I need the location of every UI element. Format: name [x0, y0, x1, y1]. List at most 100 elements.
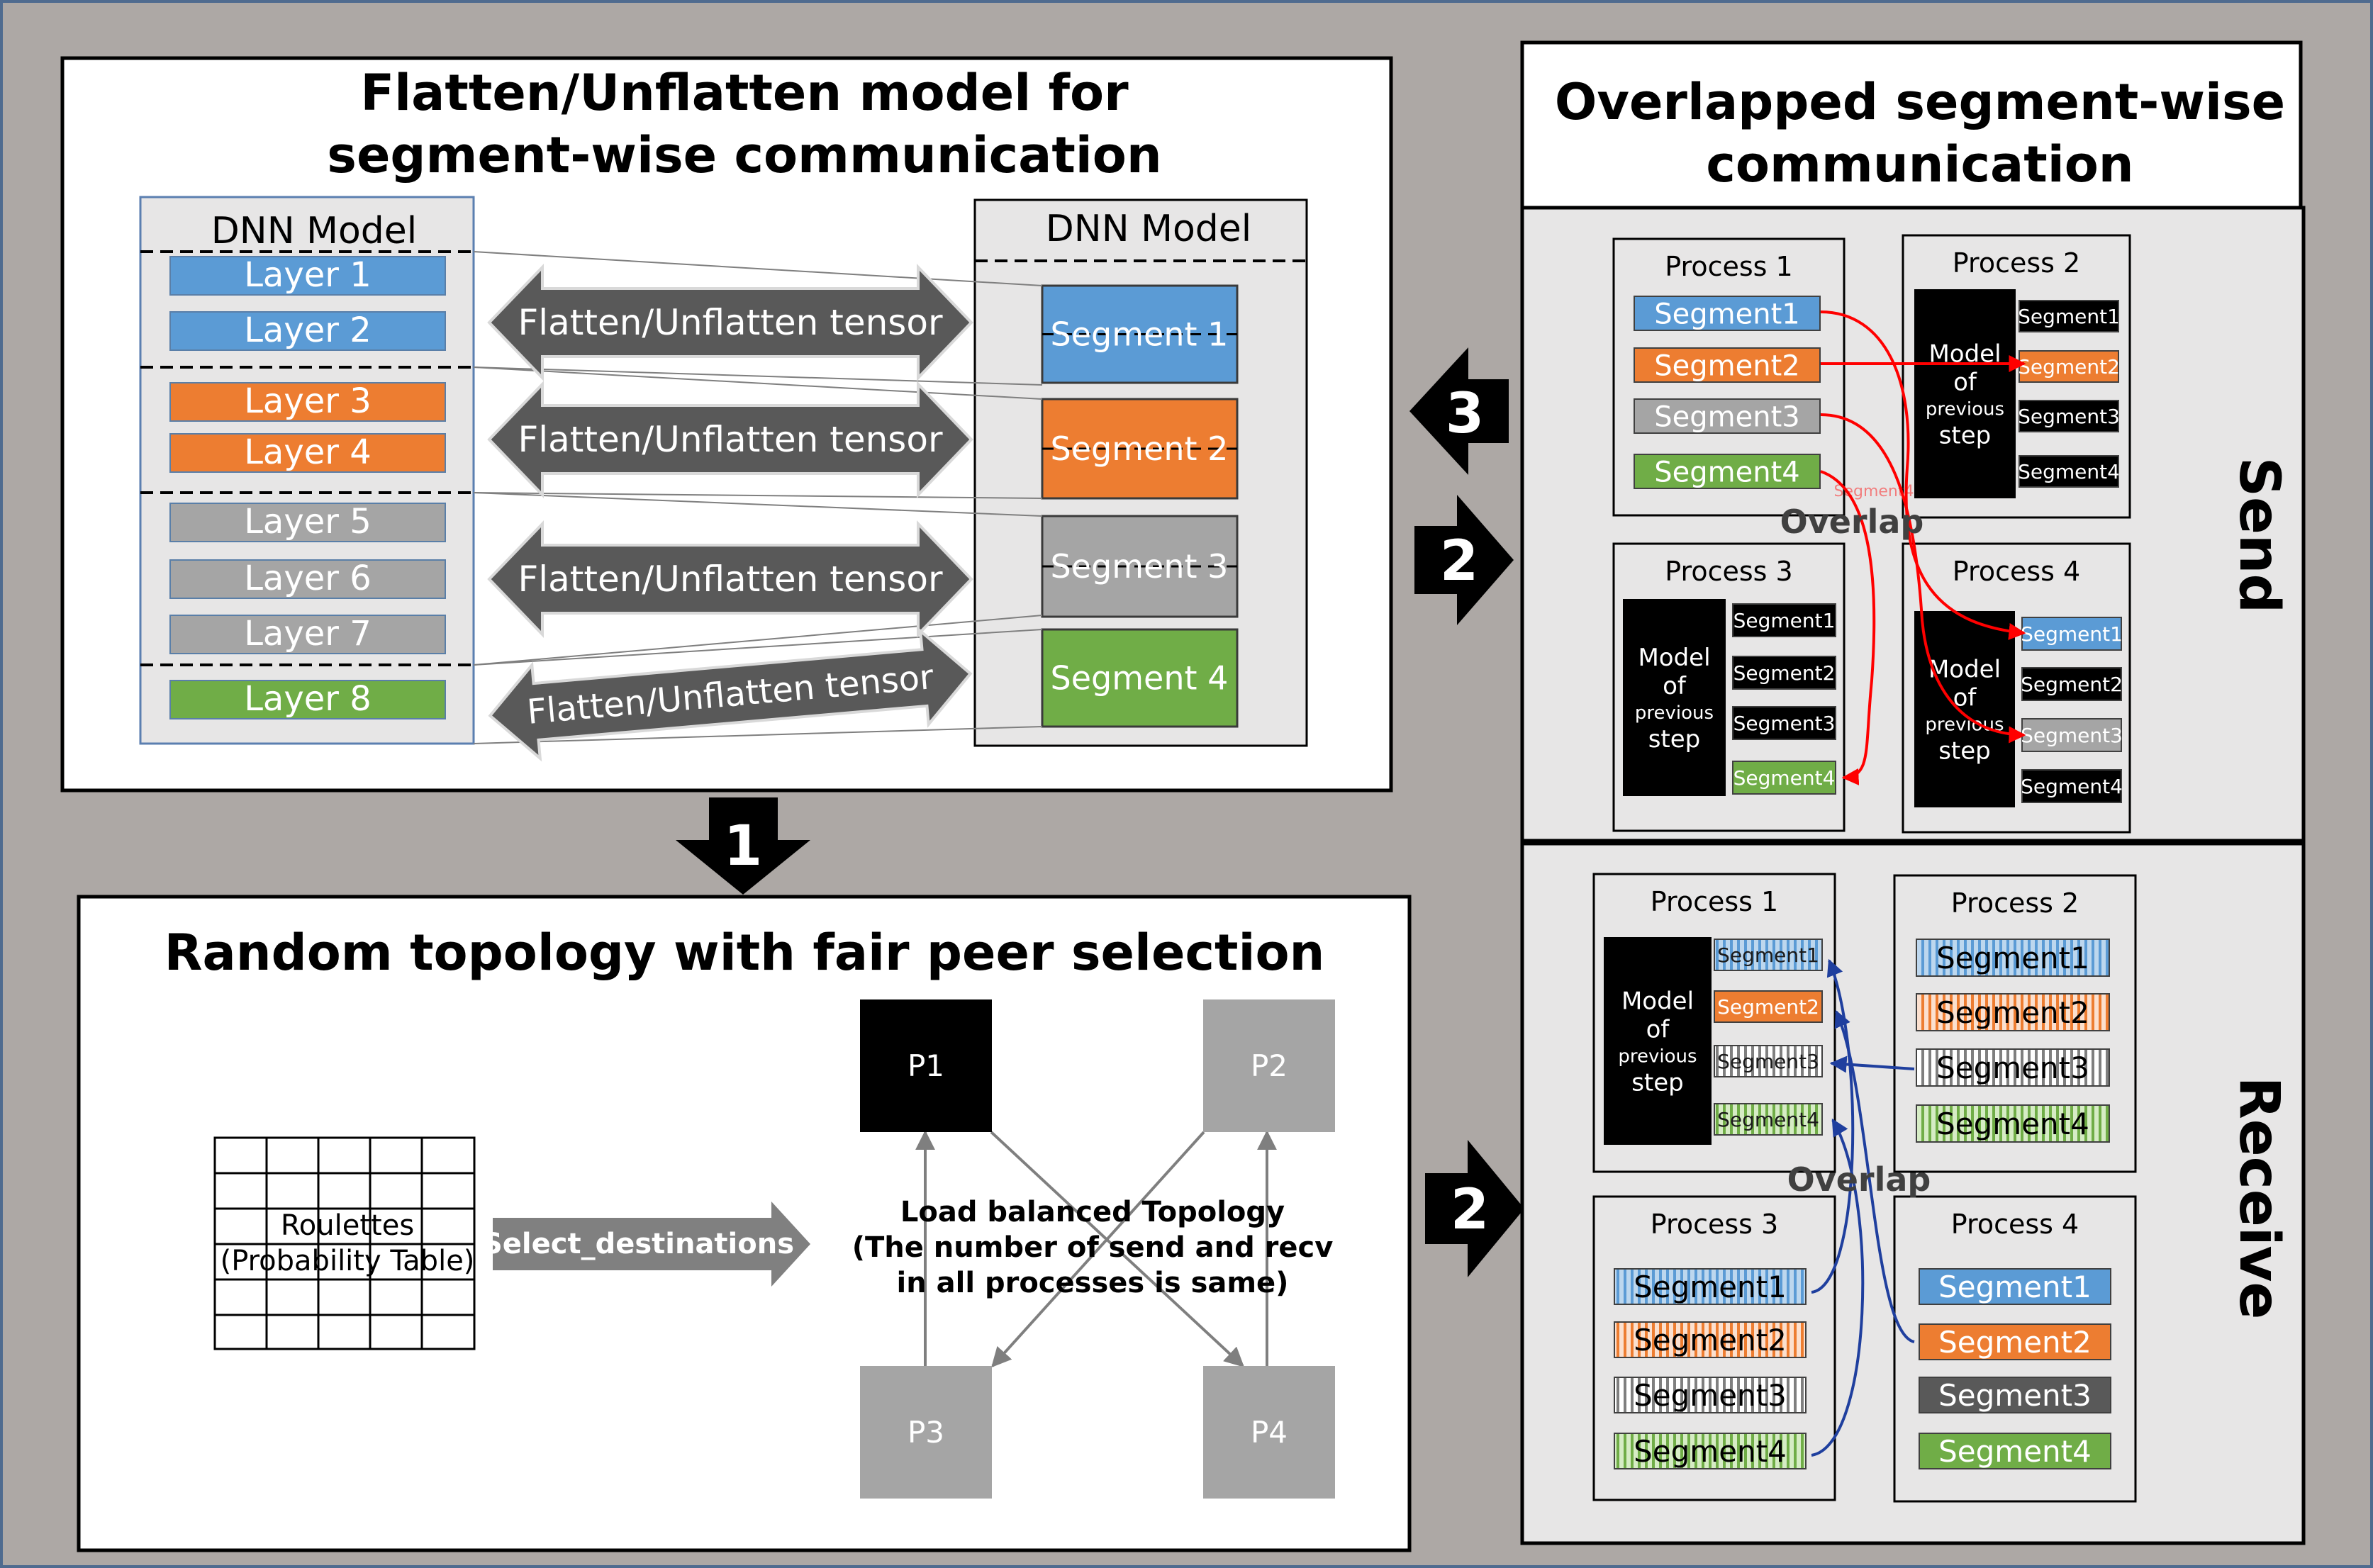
- receive-p1-segment2: Segment2: [1714, 990, 1823, 1023]
- receive-process-2: Process 2Segment1Segment2Segment3Segment…: [1893, 874, 2137, 1173]
- model-line1: Model: [1638, 644, 1710, 672]
- segment-text: Segment1: [2021, 622, 2123, 646]
- ghost-segment4-label: Segment4: [1834, 483, 1914, 500]
- segment-text: Segment3: [1654, 401, 1799, 433]
- flatten-panel: Flatten/Unflatten model for segment-wise…: [60, 56, 1393, 793]
- segment-text: Segment1: [1717, 943, 1819, 967]
- segment-text: Segment4: [1654, 456, 1799, 488]
- topology-node-p3: P3: [860, 1366, 992, 1499]
- segment-text: Segment2: [1938, 1325, 2092, 1360]
- receive-p1-segment1: Segment1: [1714, 939, 1823, 971]
- segment-text: Segment4: [1717, 1108, 1819, 1131]
- receive-process-4: Process 4Segment1Segment2Segment3Segment…: [1893, 1195, 2137, 1503]
- receive-p3-segment4: Segment4: [1614, 1433, 1807, 1469]
- overlap-panel: Overlapped segment-wise communication Se…: [1520, 40, 2306, 1545]
- segment-text: Segment1: [2018, 305, 2120, 328]
- send-p3-segment1: Segment1: [1732, 603, 1836, 637]
- process-title: Process 2: [1951, 887, 2079, 919]
- balanced-line1: Load balanced Topology: [900, 1196, 1285, 1228]
- segment-box-3: Segment 3: [1041, 515, 1239, 618]
- send-arrows: [1820, 310, 2026, 785]
- tensor-arrow-3: Flatten/Unflatten tensor: [487, 520, 973, 638]
- process-title: Process 1: [1651, 886, 1778, 917]
- layer-label-5: Layer 5: [244, 502, 372, 542]
- flatten-title-line1: Flatten/Unflatten model for: [360, 64, 1129, 122]
- receive-p3-segment3: Segment3: [1614, 1377, 1807, 1413]
- layer-label-3: Layer 3: [244, 381, 372, 421]
- send-overlap-label: Overlap: [1780, 503, 1924, 541]
- layer-box-2: Layer 2: [169, 310, 446, 351]
- topology-edges: [915, 1130, 1277, 1368]
- segment-text: Segment2: [1717, 995, 1819, 1019]
- roulette-table: [213, 1136, 476, 1350]
- send-p4-segment4: Segment4: [2021, 769, 2123, 803]
- layer-label-1: Layer 1: [244, 255, 372, 295]
- model-line4: step: [1938, 737, 1991, 766]
- select-destinations-arrow: Select_destinations: [482, 1202, 810, 1287]
- node-label-p4: P4: [1251, 1415, 1288, 1450]
- left-model-label: DNN Model: [211, 210, 418, 252]
- model-line3: previous: [1618, 1046, 1697, 1068]
- segment-text: Segment4: [1938, 1434, 2092, 1469]
- process-title: Process 3: [1651, 1209, 1778, 1240]
- segment-text: Segment4: [1733, 766, 1836, 790]
- receive-p2-segment3: Segment3: [1916, 1048, 2110, 1087]
- topology-node-p2: P2: [1203, 999, 1335, 1132]
- topology-node-p1: P1: [860, 999, 992, 1132]
- segment-text: Segment3: [2018, 405, 2120, 428]
- tensor-label-1: Flatten/Unflatten tensor: [518, 302, 942, 343]
- node-label-p1: P1: [908, 1048, 944, 1083]
- layer-box-5: Layer 5: [169, 502, 446, 542]
- step-arrow-3: 3: [1409, 347, 1509, 475]
- tensor-label-3: Flatten/Unflatten tensor: [518, 559, 942, 600]
- segment-text: Segment1: [1733, 609, 1836, 632]
- receive-label: Receive: [2227, 1077, 2291, 1320]
- model-line2: of: [1953, 369, 1977, 397]
- segment-text: Segment2: [2021, 673, 2123, 696]
- layer-label-6: Layer 6: [244, 559, 372, 598]
- receive-p4-segment3: Segment3: [1919, 1377, 2111, 1413]
- segment-label-2: Segment 2: [1051, 430, 1229, 468]
- send-p4-segment2: Segment2: [2021, 667, 2123, 701]
- balanced-line3: in all processes is same): [897, 1267, 1289, 1299]
- receive-process-3: Process 3 Segment1Segment2Segment3Segment…: [1592, 1195, 1836, 1501]
- send-p1-segment4: Segment4: [1634, 454, 1821, 489]
- receive-process-1: Process 1 ModelofpreviousstepSegment1Segm…: [1592, 873, 1836, 1173]
- segment-text: Segment2: [2018, 355, 2120, 379]
- receive-p2-segment1: Segment1: [1916, 939, 2110, 977]
- model-line2: of: [1663, 672, 1687, 700]
- segment-text: Segment4: [2021, 775, 2123, 798]
- node-label-p3: P3: [908, 1415, 944, 1450]
- layer-box-7: Layer 7: [169, 614, 446, 654]
- send-process-4: Process 4ModelofpreviousstepSegment1Segm…: [1902, 542, 2131, 834]
- tensor-arrow-2: Flatten/Unflatten tensor: [487, 381, 973, 498]
- send-process-1: Process 1Segment1Segment2Segment3Segment…: [1612, 237, 1846, 517]
- segment-text: Segment3: [1938, 1378, 2092, 1413]
- model-line4: step: [1939, 422, 1992, 450]
- segment-box-2: Segment 2: [1041, 398, 1239, 500]
- roulette-line1: Roulettes: [281, 1209, 414, 1242]
- send-p2-segment2: Segment2: [2018, 350, 2120, 383]
- model-line1: Model: [1928, 656, 2001, 684]
- send-p4-segment1: Segment1: [2021, 617, 2123, 651]
- layer-label-7: Layer 7: [244, 614, 372, 654]
- segment-text: Segment2: [1634, 1323, 1787, 1357]
- segment-box-4: Segment 4: [1041, 628, 1239, 728]
- receive-p4-segment4: Segment4: [1919, 1433, 2111, 1469]
- segment-text: Segment1: [1634, 1270, 1787, 1304]
- send-process-2: Process 2ModelofpreviousstepSegment1Segm…: [1902, 234, 2131, 519]
- receive-p1-segment3: Segment3: [1714, 1045, 1823, 1077]
- tensor-label-2: Flatten/Unflatten tensor: [518, 419, 942, 460]
- step-2-send-label: 2: [1440, 530, 1478, 593]
- segment-text: Segment2: [1733, 661, 1836, 685]
- layer-box-1: Layer 1: [169, 255, 446, 296]
- step-arrow-2-send: 2: [1414, 495, 1514, 625]
- roulette-line2: (Probability Table): [220, 1245, 475, 1277]
- segment-text: Segment1: [1938, 1270, 2092, 1304]
